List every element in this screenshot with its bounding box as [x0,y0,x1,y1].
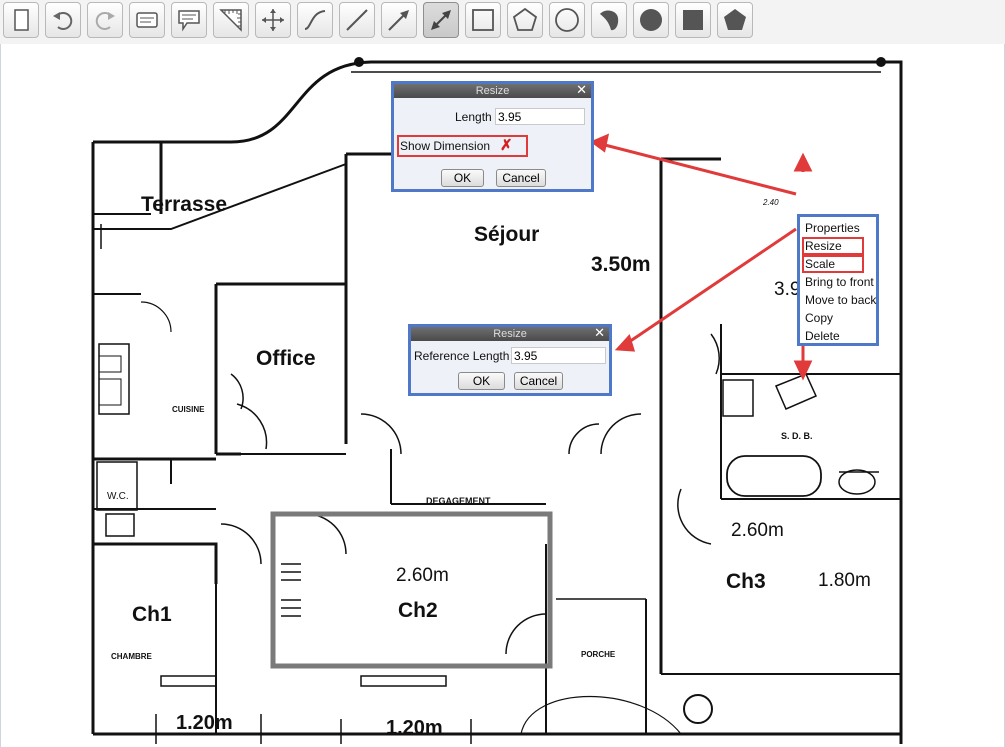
toolbar [0,0,1005,45]
context-menu: Properties Resize Scale Bring to front M… [797,214,879,346]
curve-tool[interactable] [297,2,333,38]
rectangle-tool[interactable] [465,2,501,38]
room-label-terrasse: Terrasse [141,193,228,216]
show-dimension-checkbox[interactable]: ✗ [500,137,513,154]
dimension-sejour-partial: 3.9 [774,279,801,300]
menu-item-move-to-back[interactable]: Move to back [805,293,877,307]
redo-tool[interactable] [87,2,123,38]
dimension-small-label: 2.40 [763,198,779,207]
scale-dialog-titlebar[interactable]: Resize ✕ [411,325,609,341]
undo-tool[interactable] [45,2,81,38]
dimension-bottom-left: 1.20m [176,712,233,734]
rectangle-icon [472,9,494,31]
selected-shape-ch2 [270,511,553,669]
line-icon [346,9,368,31]
double-arrow-icon [431,10,451,30]
drawing-canvas[interactable]: Terrasse Séjour Office Ch1 Ch2 Ch3 CUISI… [0,44,1005,747]
scale-highlight [802,255,864,273]
pentagon-icon [512,7,538,31]
blob-tool[interactable] [591,2,627,38]
room-label-sejour: Séjour [474,223,540,246]
length-input[interactable] [495,108,585,125]
arrow-tool[interactable] [381,2,417,38]
room-label-cuisine: CUISINE [172,405,205,414]
room-label-sdb: S. D. B. [781,431,813,441]
textbox-icon [136,12,158,28]
scale-ok-button[interactable]: OK [458,372,505,390]
page-icon [14,9,29,31]
line-tool[interactable] [339,2,375,38]
dimension-sejour-width: 3.50m [591,253,651,276]
resize-dialog-titlebar[interactable]: Resize ✕ [394,82,591,98]
move-tool[interactable] [255,2,291,38]
circle-tool[interactable] [549,2,585,38]
filled-circle-tool[interactable] [633,2,669,38]
scale-dialog-title: Resize [493,328,527,340]
resize-highlight [802,237,864,255]
dimension-tool[interactable] [423,2,459,38]
show-dimension-label: Show Dimension [400,139,491,153]
room-label-office: Office [256,347,316,370]
close-icon[interactable]: ✕ [576,82,587,97]
blob-filled-icon [600,10,619,31]
ruler-tool[interactable] [213,2,249,38]
dimension-ch3-depth: 1.80m [818,570,871,591]
undo-icon [53,11,73,30]
scale-dialog: Resize ✕ Reference Length OK Cancel [408,324,612,396]
room-label-ch1: Ch1 [132,603,172,626]
menu-item-bring-to-front[interactable]: Bring to front [805,275,874,289]
text-tool[interactable] [129,2,165,38]
resize-dialog: Resize ✕ Length Show Dimension ✗ OK Canc… [391,81,594,192]
menu-item-properties[interactable]: Properties [805,221,860,235]
room-label-ch3: Ch3 [726,570,766,593]
resize-ok-button[interactable]: OK [441,169,484,187]
room-label-degagement: DEGAGEMENT [426,496,491,506]
resize-dialog-title: Resize [475,85,510,97]
scale-cancel-button[interactable]: Cancel [514,372,563,390]
pentagon-tool[interactable] [507,2,543,38]
reference-length-input[interactable] [511,347,606,364]
room-label-chambre: CHAMBRE [111,652,152,661]
speech-bubble-icon [178,10,200,32]
move-arrows-icon [262,9,284,31]
room-label-wc: W.C. [107,491,129,502]
filled-rectangle-icon [683,10,703,30]
curve-icon [304,10,326,30]
menu-item-delete[interactable]: Delete [805,329,840,343]
room-label-ch2: Ch2 [398,599,438,622]
dimension-ch3-width: 2.60m [731,520,784,541]
ruler-icon [219,9,242,32]
close-icon[interactable]: ✕ [594,325,605,340]
dimension-bottom-right: 1.20m [386,717,443,739]
floor-plan-drawing [91,57,903,744]
room-label-porche: PORCHE [581,650,616,659]
resize-cancel-button[interactable]: Cancel [496,169,546,187]
circle-icon [555,8,579,32]
filled-pentagon-tool[interactable] [717,2,753,38]
reference-length-label: Reference Length [414,349,510,363]
show-dimension-highlight [397,135,528,157]
filled-rectangle-tool[interactable] [675,2,711,38]
menu-item-copy[interactable]: Copy [805,311,834,325]
dimension-ch2-width: 2.60m [396,565,449,586]
arrow-icon [388,10,409,31]
length-label: Length [455,110,492,124]
filled-pentagon-icon [724,9,746,30]
menu-item-scale[interactable]: Scale [805,257,836,271]
menu-item-resize[interactable]: Resize [805,239,842,253]
redo-icon [95,11,115,30]
new-page-tool[interactable] [3,2,39,38]
filled-circle-icon [640,9,662,31]
callout-tool[interactable] [171,2,207,38]
